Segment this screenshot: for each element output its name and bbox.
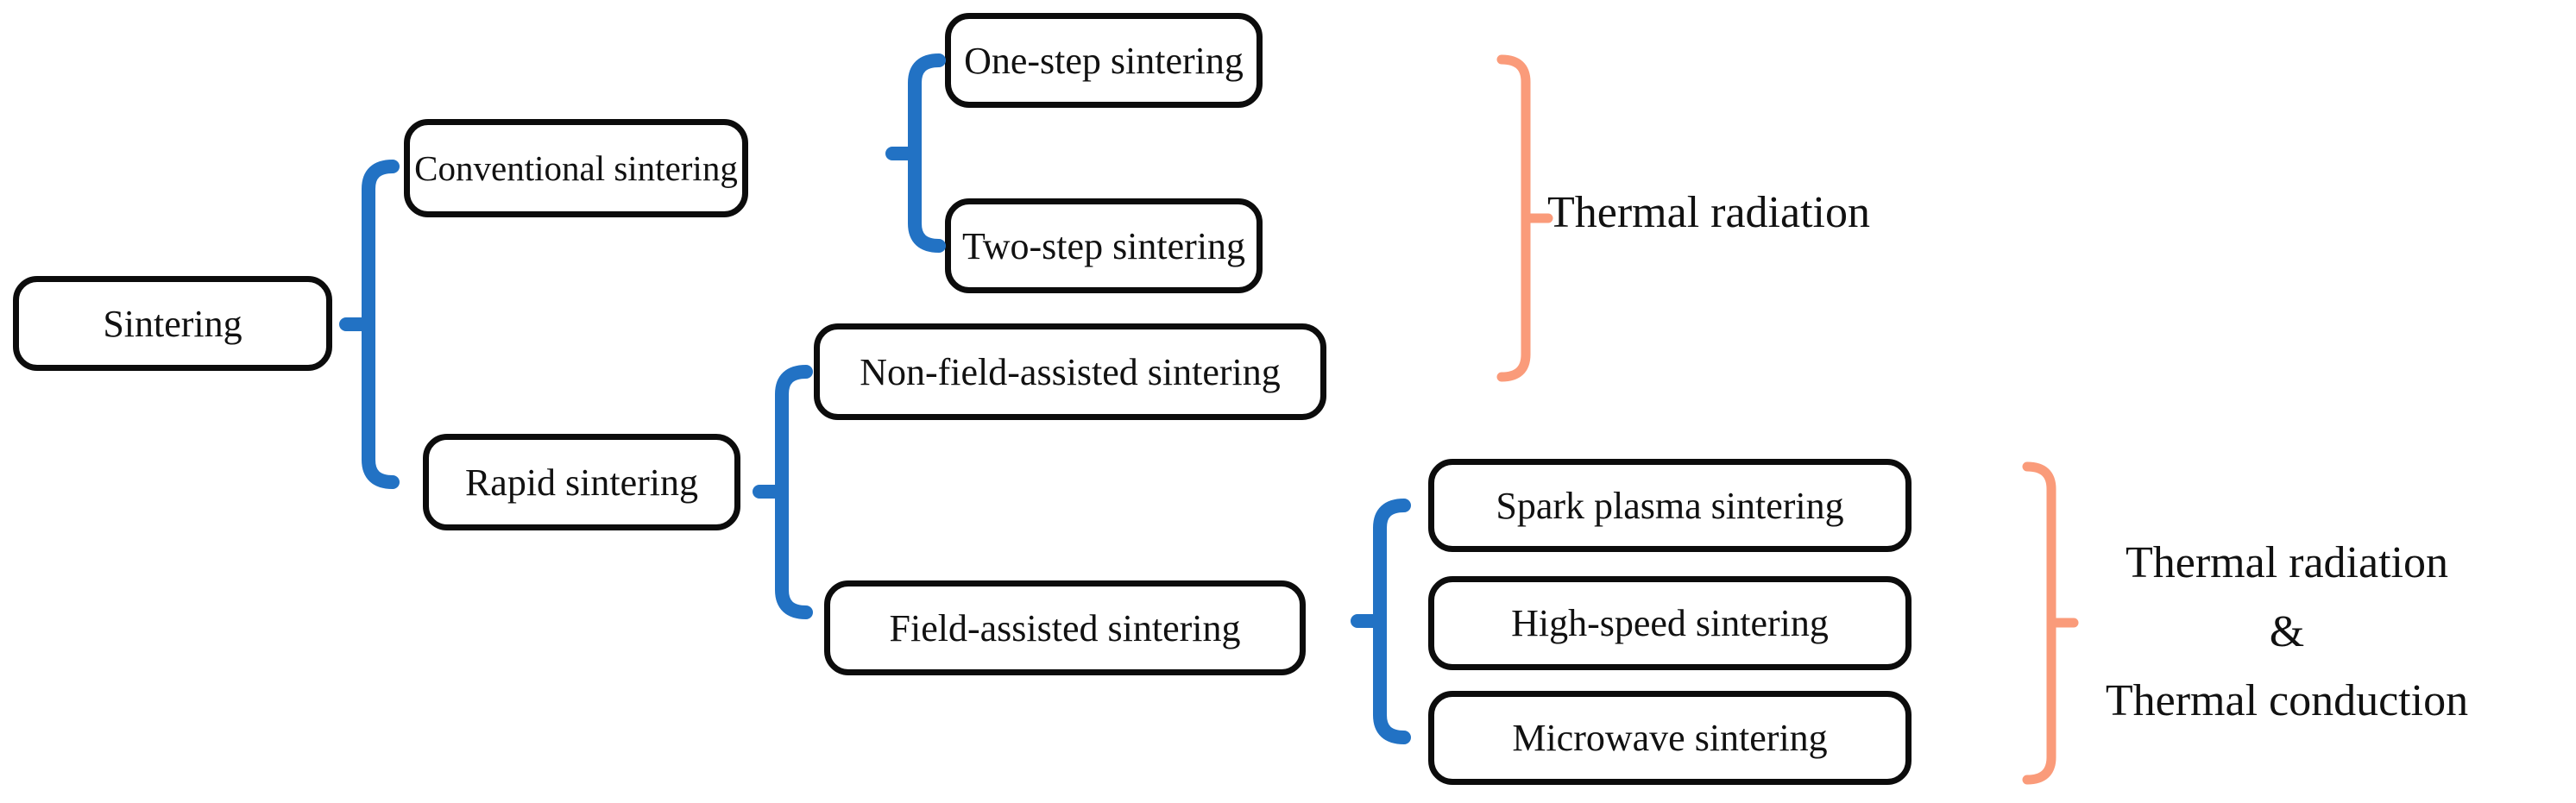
node-spark-plasma-sintering: Spark plasma sintering: [1428, 459, 1912, 552]
node-conventional-sintering: Conventional sintering: [404, 119, 748, 217]
brace-field-assisted-children: [1351, 499, 1411, 744]
annotation-thermal-radiation-text: Thermal radiation: [1547, 188, 1870, 237]
node-field-assisted-sintering: Field-assisted sintering: [824, 580, 1306, 675]
brace-sintering-children: [339, 160, 400, 489]
brace-conventional-children: [885, 53, 946, 253]
annotation-combo-line1: Thermal radiation: [2126, 538, 2448, 587]
bracket-thermal-radiation: [1496, 54, 1553, 382]
brace-rapid-children: [753, 365, 813, 619]
annotation-thermal-radiation-and-conduction: Thermal radiation & Thermal conduction: [2097, 529, 2477, 736]
node-sintering: Sintering: [13, 276, 332, 371]
annotation-combo-ampersand: &: [2269, 607, 2305, 656]
bracket-thermal-radiation-conduction: [2022, 461, 2079, 785]
node-rapid-sintering: Rapid sintering: [423, 434, 740, 530]
node-microwave-sintering: Microwave sintering: [1428, 691, 1912, 785]
annotation-thermal-radiation: Thermal radiation: [1519, 184, 1899, 242]
annotation-combo-line3: Thermal conduction: [2105, 676, 2469, 725]
node-two-step-sintering: Two-step sintering: [945, 198, 1263, 293]
node-one-step-sintering: One-step sintering: [945, 13, 1263, 108]
node-high-speed-sintering: High-speed sintering: [1428, 576, 1912, 670]
node-non-field-assisted-sintering: Non-field-assisted sintering: [814, 323, 1326, 420]
